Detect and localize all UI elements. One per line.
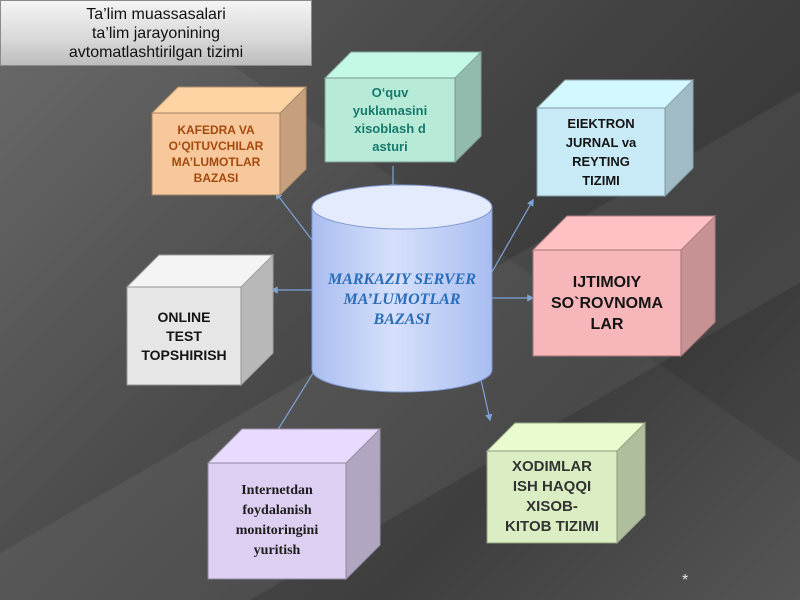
sorovnoma-box-front bbox=[532, 249, 682, 357]
online-test-box-front bbox=[126, 286, 242, 386]
connector-xodimlar bbox=[480, 379, 493, 422]
jurnal-label: EIEKTRON JURNAL va REYTING TIZIMI bbox=[565, 116, 637, 188]
connector-jurnal bbox=[491, 198, 534, 273]
connector-internet bbox=[273, 369, 316, 438]
kafedra-box-top bbox=[150, 86, 308, 114]
central-server-cylinder bbox=[311, 184, 493, 393]
kafedra-box bbox=[150, 85, 308, 197]
kafedra-label: KAFEDRA VA O‘QITUVCHILAR MA’LUMOTLAR BAZ… bbox=[168, 123, 264, 185]
online-test-label: ONLINE TEST TOPSHIRISH bbox=[141, 308, 227, 363]
sorovnoma-box bbox=[531, 214, 717, 358]
title-box: Ta’lim muassasalari ta’lim jarayonining … bbox=[0, 0, 312, 66]
internet-box-front bbox=[207, 462, 347, 580]
online-test-box bbox=[125, 253, 275, 387]
diagram-title: Ta’lim muassasalari ta’lim jarayonining … bbox=[68, 5, 244, 61]
jurnal-box-top bbox=[535, 79, 695, 109]
yuklama-box bbox=[323, 50, 483, 164]
central-server-label: MARKAZIY SERVER MA’LUMOTLAR BAZASI bbox=[327, 271, 477, 328]
jurnal-box-front bbox=[536, 107, 666, 197]
jurnal-box bbox=[535, 78, 695, 198]
xodimlar-label: XODIMLAR ISH HAQQI XISOB- KITOB TIZIMI bbox=[505, 458, 599, 535]
kafedra-box-front bbox=[151, 112, 281, 196]
yuklama-box-top bbox=[323, 51, 483, 79]
yuklama-box-front bbox=[324, 77, 456, 163]
xodimlar-box-front bbox=[486, 450, 618, 544]
yuklama-label: O‘quv yuklamasini xisoblash d asturi bbox=[352, 85, 428, 154]
internet-label: Internetdan foydalanish monitoringini yu… bbox=[235, 483, 319, 558]
sorovnoma-label: IJTIMOIY SO`ROVNOMA LAR bbox=[551, 273, 663, 333]
internet-box bbox=[206, 427, 382, 581]
connector-kafedra bbox=[275, 191, 313, 241]
xodimlar-box-top bbox=[485, 422, 647, 452]
xodimlar-box bbox=[485, 421, 647, 545]
footer-asterisk: * bbox=[682, 572, 689, 589]
